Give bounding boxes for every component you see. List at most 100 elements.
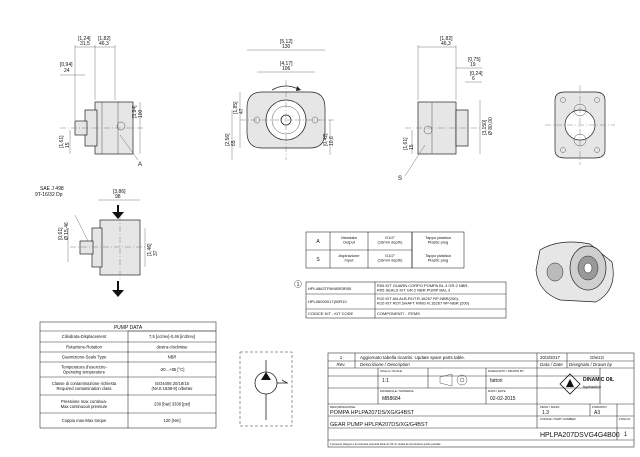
dim-bottom-5: [1,46] [147, 243, 153, 256]
side-view-left [60, 45, 145, 161]
dim-right-1: [1,82] [440, 36, 453, 42]
material-label: MATERIALE / MATERIAL [380, 389, 414, 393]
port-thread-cell: G1/2"(16mm depth) [378, 253, 404, 263]
dim-right-8: 15 [409, 144, 415, 150]
scale-value: 1:1 [382, 378, 389, 384]
pump-row-label: Temperatura d'esercizio-Operating temper… [61, 365, 107, 375]
kit-row1-code: HPL4862TPA/NBR3R05 [308, 286, 352, 291]
spline-spec-1: SAE J 498 [40, 186, 64, 192]
kit-footer-code: CODICE KIT - KIT CODE [308, 311, 354, 316]
rev-by: Ghezzi [590, 355, 604, 360]
dim-front-9: [0,42] [323, 133, 329, 146]
dim-bottom-4: Ø 15,46 [64, 222, 70, 240]
pump-row-value: 120 [Nm] [164, 418, 181, 423]
pump-row-value: -20...+85 [°C] [160, 367, 185, 372]
pump-row-value: destra-clockwise [157, 345, 189, 350]
pump-row-label: Coppia max-Max torque [62, 418, 107, 423]
pump-row-value: 7,5 [cc/rev]-0,46 [in3/rev] [149, 334, 195, 339]
kit-desc-cells: R05 KIT GUARN.CORPO POMPA BL.3 GR.2 NBR-… [377, 283, 470, 306]
dim-bottom-2: 98 [115, 194, 121, 200]
mass-label: PESO / MASS [540, 405, 559, 409]
dim-left-5: [0,94] [60, 62, 73, 68]
sheet-value: 1 [624, 432, 628, 438]
date-label: DATA / DATE [488, 389, 506, 393]
hydraulic-symbol [239, 351, 293, 427]
dim-front-10: 10,6 [329, 136, 335, 146]
kit-marker: 1 [297, 282, 300, 288]
title-block [327, 352, 635, 448]
pump-row-value: 230 [bar] 3336 [psi] [154, 402, 190, 407]
code-label: CODICE / PART NUMBER [540, 417, 577, 421]
dim-front-2: 130 [282, 44, 291, 50]
dim-left-7: [3,94] [132, 105, 138, 118]
dim-left-10: 15 [65, 142, 71, 148]
dim-right-9: [3,150] [482, 119, 488, 135]
dim-right-7: [1,61] [403, 137, 409, 150]
dim-bottom-3: [0,61] [58, 227, 64, 240]
label-port-a: A [138, 162, 142, 168]
dim-bottom-1: [3,86] [113, 189, 126, 195]
kit-table [294, 280, 507, 319]
bottom-view [67, 199, 150, 297]
date-value: 02-02-2015 [490, 396, 516, 402]
desc-it: POMPA HPLPA207DS/XG/G4BST [330, 410, 415, 416]
type-label: DENOMINAZIONE [330, 405, 355, 409]
dim-left-1: [1,24] [78, 36, 91, 42]
pump-data-title: PUMP DATA [114, 325, 143, 331]
label-port-s: S [398, 176, 402, 182]
dim-right-4: 19 [470, 62, 476, 68]
port-s-code: S [316, 257, 320, 263]
dim-left-4: 46,3 [99, 41, 109, 47]
dim-left-3: [1,82] [98, 36, 111, 42]
logo-text-1: DINAMIC OIL [583, 377, 614, 383]
dim-left-9: [1,61] [59, 135, 65, 148]
dim-front-5: [1,85] [233, 101, 239, 114]
rev-header-drawn: Disegnato / Drawn by [569, 362, 613, 367]
pump-row-value: NBR [168, 355, 177, 360]
dim-left-2: 31,5 [80, 41, 90, 47]
rev-date: 20/3/2017 [540, 355, 561, 360]
rear-view [545, 85, 615, 165]
dim-front-7: [2,56] [225, 133, 231, 146]
scale-label: SCALA / SCALE [380, 369, 402, 373]
rev-header-desc: Descrizione / Description [360, 362, 410, 367]
rev-header-date: Data / Date [540, 362, 563, 367]
kit-desc-cell: R10 KIT AN.ALB.ROT.R.16267 RP-NBR(200)-R… [377, 296, 470, 306]
dim-left-8: 100 [138, 109, 144, 118]
ports-table [305, 231, 465, 269]
front-view [231, 49, 335, 160]
mass-value: 1.3 [542, 410, 549, 416]
rev-header-rev: Rev. [337, 362, 346, 367]
kit-footer-desc: COMPONENTI - ITEMS [377, 311, 420, 316]
pump-row-label: Cilindrata-Displacement [62, 334, 107, 339]
rev-desc: Aggiornato tabella ricambi. Update spare… [360, 355, 465, 360]
dim-right-3: [0,75] [468, 57, 481, 63]
pump-row-label: Pressione max continua-Max continuous pr… [61, 399, 108, 409]
port-thread-cell: G1/2"(16mm depth) [378, 235, 404, 245]
port-a-code: A [316, 239, 320, 245]
desc-en: GEAR PUMP HPLPA207DS/XG/G4BST [330, 422, 429, 428]
spline-spec-2: 9T-16/32 Dp [35, 192, 63, 198]
drawn-label: DISEGNATO / DRAWN BY [488, 369, 524, 373]
dim-front-6: 47 [239, 108, 245, 114]
dim-right-6: 6 [472, 76, 475, 82]
dim-front-3: [4,17] [280, 61, 293, 67]
size-value: A3 [594, 410, 600, 416]
pump-row-label: Guarnizione-Seals Type [62, 355, 107, 360]
footer-note: Il presente disegno è di esclusiva propr… [330, 442, 442, 446]
iso-view [535, 241, 614, 303]
dim-left-6: 24 [64, 68, 70, 74]
sheet-label: FOGLIO [619, 417, 631, 421]
pump-data-table [39, 321, 217, 429]
pump-row-label: Rotazione-Rotation [66, 345, 103, 350]
kit-row2-code: HPL06000017(00R10 [308, 299, 347, 304]
pump-data-rows: Cilindrata-Displacement 7,5 [cc/rev]-0,46… [52, 334, 195, 423]
size-label: FORMATO [592, 405, 607, 409]
